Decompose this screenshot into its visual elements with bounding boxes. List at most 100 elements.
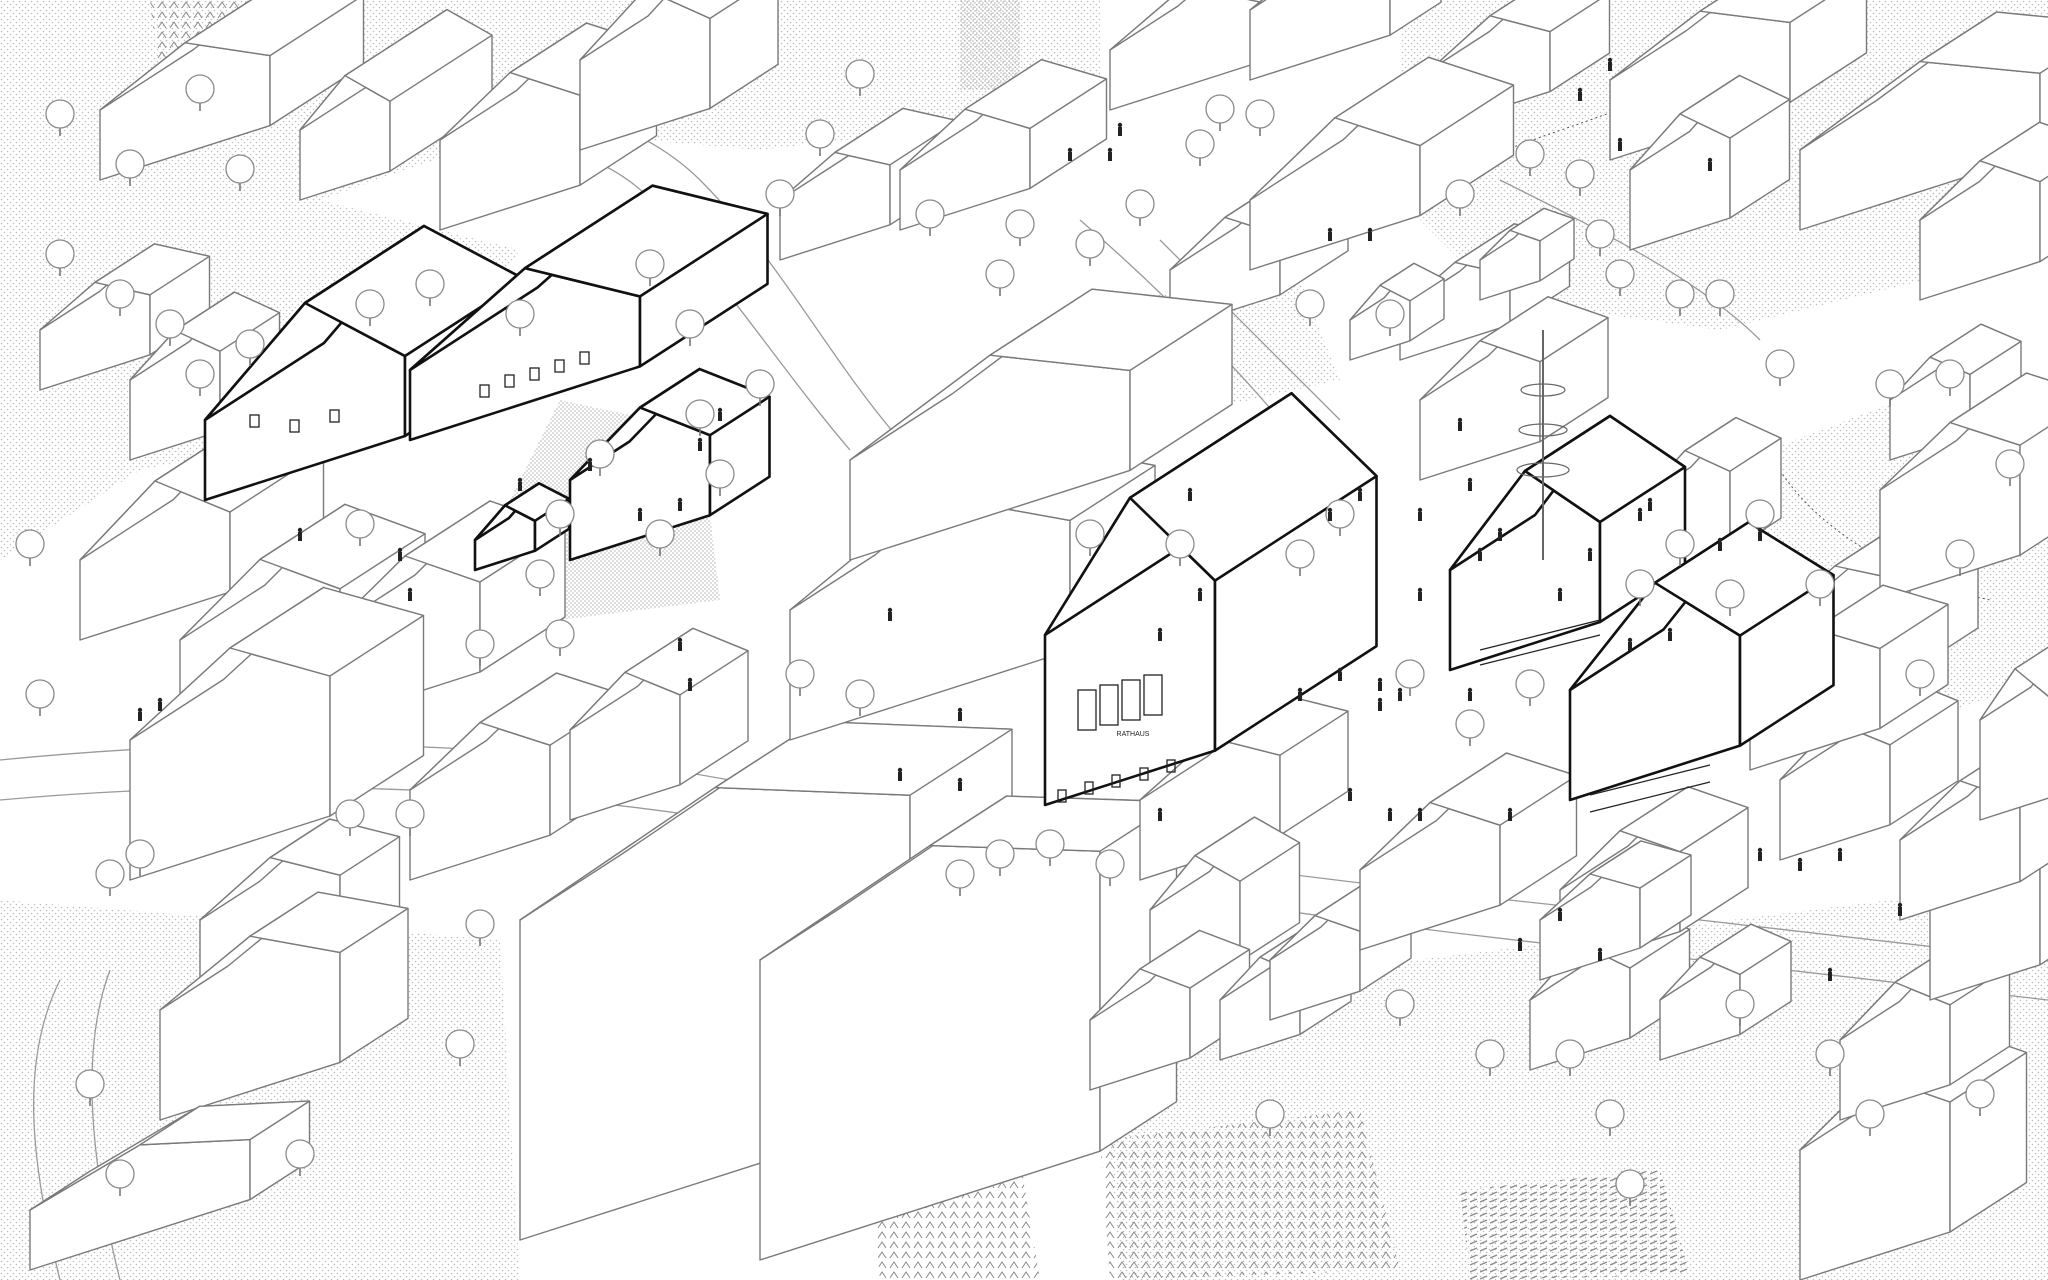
tree [1515, 669, 1545, 706]
tree [985, 839, 1015, 876]
building-12 [1609, 0, 1868, 161]
person [1617, 137, 1623, 151]
person [957, 777, 963, 791]
tree [1805, 569, 1835, 606]
window [479, 384, 490, 398]
person [1187, 487, 1193, 501]
tree [845, 679, 875, 716]
person [1597, 947, 1603, 961]
tree [745, 369, 775, 406]
tree [1375, 299, 1405, 336]
tree [225, 154, 255, 191]
maypole [1516, 330, 1570, 560]
person [1467, 687, 1473, 701]
tree [1605, 259, 1635, 296]
tree [525, 559, 555, 596]
tree [45, 239, 75, 276]
tree [1945, 539, 1975, 576]
people [137, 57, 1903, 981]
person [1107, 147, 1113, 161]
person [1507, 807, 1513, 821]
tree [1095, 849, 1125, 886]
chalet-south-building [1568, 520, 1835, 802]
person [517, 477, 523, 491]
person [1797, 857, 1803, 871]
trees [15, 59, 2025, 1206]
tree [75, 1069, 105, 1106]
person [717, 407, 723, 421]
tree [545, 499, 575, 536]
tree [1385, 989, 1415, 1026]
tree [465, 909, 495, 946]
person [137, 707, 143, 721]
tree [185, 74, 215, 111]
highlighted-buildings [203, 184, 1835, 813]
building-37 [1659, 923, 1792, 1061]
building-14 [1799, 11, 2048, 231]
tree [1455, 709, 1485, 746]
tree [805, 119, 835, 156]
window [1139, 767, 1149, 781]
tree [1965, 1079, 1995, 1116]
tree [155, 309, 185, 346]
building-13 [1629, 74, 1791, 251]
tree [685, 399, 715, 436]
tree [185, 359, 215, 396]
person [687, 677, 693, 691]
tree [675, 309, 705, 346]
window [1121, 679, 1141, 721]
tree [1295, 289, 1325, 326]
tree [1665, 279, 1695, 316]
window [554, 359, 565, 373]
tree [945, 859, 975, 896]
person [1327, 227, 1333, 241]
building-46 [1979, 646, 2048, 821]
window [1077, 689, 1097, 731]
building-28 [849, 288, 1233, 561]
window [1166, 759, 1176, 773]
person [407, 587, 413, 601]
person [1647, 497, 1653, 511]
building-21 [569, 627, 749, 821]
tree [1715, 579, 1745, 616]
person [1587, 547, 1593, 561]
window [1099, 684, 1119, 726]
tree [105, 279, 135, 316]
tree [985, 259, 1015, 296]
tree [1005, 209, 1035, 246]
tree [1395, 659, 1425, 696]
person [1757, 527, 1763, 541]
building-0 [99, 0, 365, 181]
tree [1325, 499, 1355, 536]
person [1297, 687, 1303, 701]
tree [1855, 1099, 1885, 1136]
tree [1125, 189, 1155, 226]
tree [445, 1029, 475, 1066]
person [1707, 157, 1713, 171]
person [1467, 477, 1473, 491]
tree [1245, 99, 1275, 136]
tree [1905, 659, 1935, 696]
window [329, 409, 340, 423]
tree [1995, 449, 2025, 486]
person [1637, 507, 1643, 521]
person [1477, 547, 1483, 561]
person [1377, 677, 1383, 691]
tree [235, 329, 265, 366]
town-hall-sign: RATHAUS [1117, 731, 1150, 738]
tree [505, 299, 535, 336]
person [1557, 907, 1563, 921]
context-buildings [29, 0, 2048, 1280]
person [677, 497, 683, 511]
person [1757, 847, 1763, 861]
tree [1815, 1039, 1845, 1076]
tree [645, 519, 675, 556]
person [1607, 57, 1613, 71]
balcony [1589, 781, 1711, 813]
person [897, 767, 903, 781]
person [1327, 507, 1333, 521]
building-24 [29, 1100, 311, 1271]
person [957, 707, 963, 721]
tree [45, 99, 75, 136]
person [1347, 787, 1353, 801]
